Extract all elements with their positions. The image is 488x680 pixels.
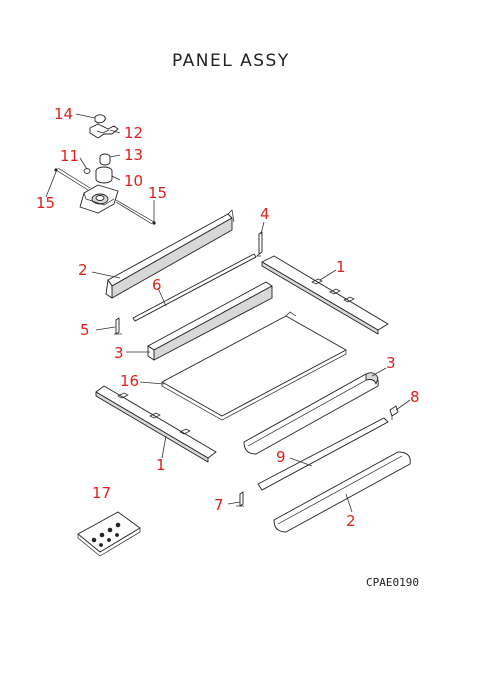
callout-8: 8 [410,388,420,406]
callout-10: 10 [124,172,143,190]
callout-13: 13 [124,146,143,164]
part-2-rail-upper [105,209,235,299]
callout-3-right: 3 [386,354,396,372]
callout-9: 9 [276,448,286,466]
part-16-panel [161,311,347,421]
part-11-ring [83,168,91,174]
callout-1-lower: 1 [156,456,166,474]
callout-7: 7 [214,496,224,514]
callout-4: 4 [260,205,270,223]
part-17-control-panel [77,511,141,557]
callout-6: 6 [152,276,162,294]
part-8-clip [389,405,399,420]
part-7-clip [236,491,244,507]
part-9-bar [257,417,389,491]
callout-2-upper: 2 [78,261,88,279]
callout-15-left: 15 [36,194,55,212]
diagram-title: PANEL ASSY [172,51,290,71]
part-4-clip [256,231,263,257]
part-15-rod-left [55,169,89,191]
part-3-rail-middle [147,281,273,361]
callout-3-middle: 3 [114,344,124,362]
callout-17: 17 [92,484,111,502]
callout-15-right: 15 [148,184,167,202]
part-3-curved-panel [243,372,379,455]
mechanism-assembly [54,114,156,225]
callout-2-lower: 2 [346,512,356,530]
drawing-code: CPAE0190 [366,576,419,589]
part-6-strip [132,253,257,322]
part-15-rod-right [115,199,155,223]
part-1-rail-upper [261,255,389,335]
callout-11: 11 [60,147,79,165]
callout-12: 12 [124,124,143,142]
part-5-pin [114,317,122,335]
leader-lines [45,113,411,513]
callout-labels: 14 12 11 13 10 15 15 4 1 2 6 5 3 3 16 8 … [36,105,420,530]
callout-5: 5 [80,321,90,339]
part-1-rail-lower [95,385,217,463]
callout-14: 14 [54,105,73,123]
callout-16: 16 [120,372,139,390]
part-14-knob [94,114,106,124]
callout-1-upper: 1 [336,258,346,276]
part-2-curved-rail [273,451,411,533]
